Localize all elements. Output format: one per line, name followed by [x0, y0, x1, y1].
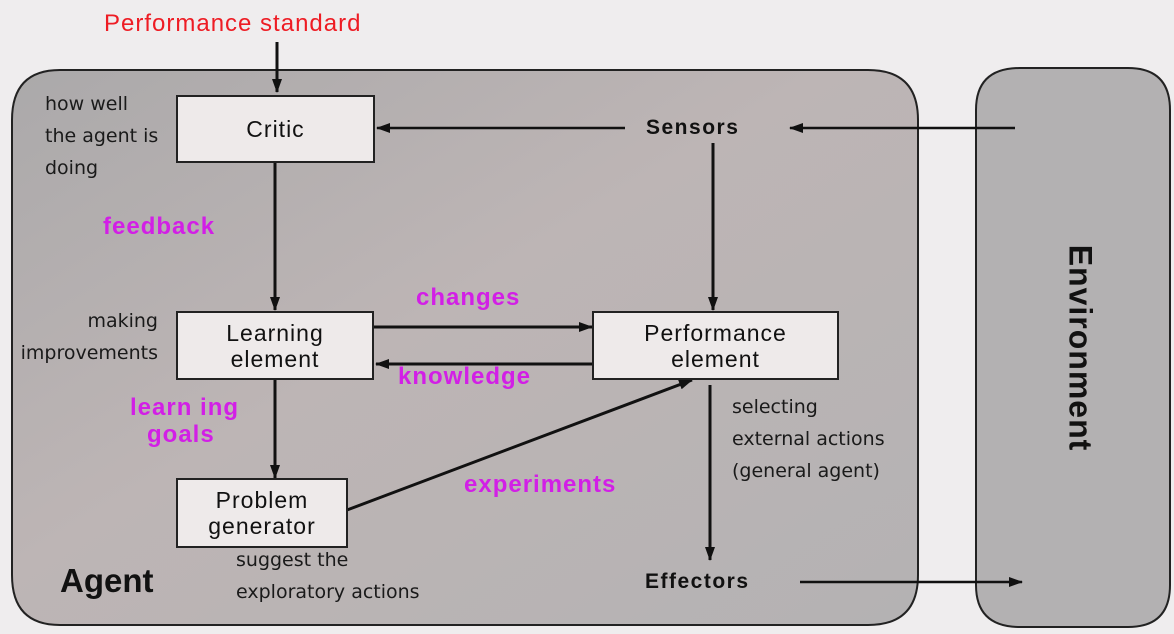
- sensors-label: Sensors: [646, 116, 740, 139]
- problem-generator-label-line1: Problem: [215, 487, 309, 513]
- learning-goals-label-line2: goals: [147, 421, 215, 448]
- critic-box: Critic: [176, 95, 375, 163]
- learning-note-line1: making: [87, 310, 158, 332]
- critic-note-line1: how well: [45, 93, 129, 115]
- learning-element-box: Learning element: [176, 311, 374, 380]
- performance-standard-label: Performance standard: [104, 10, 362, 37]
- environment-panel: [975, 67, 1171, 628]
- agent-label: Agent: [60, 562, 154, 599]
- problem-note: suggest the exploratory actions: [236, 544, 420, 608]
- problem-generator-label-line2: generator: [208, 513, 316, 539]
- arrow-experiments: [346, 378, 693, 512]
- problem-note-line1: suggest the: [236, 549, 349, 571]
- performance-note-line2: external actions: [732, 428, 885, 450]
- performance-element-box: Performance element: [592, 311, 839, 380]
- learning-goals-label-line1: learn ing: [130, 394, 240, 421]
- environment-label: Environment: [1062, 244, 1099, 452]
- effectors-label: Effectors: [645, 570, 750, 593]
- learning-note-line2: improvements: [20, 342, 158, 364]
- critic-note: how well the agent is doing: [45, 88, 158, 184]
- learning-element-label-line1: Learning: [226, 319, 324, 346]
- learning-note: making improvements: [21, 305, 158, 369]
- performance-note-line1: selecting: [732, 396, 818, 418]
- performance-element-label-line1: Performance: [644, 319, 787, 346]
- performance-element-label-line2: element: [671, 345, 760, 372]
- critic-note-line2: the agent is: [45, 125, 159, 147]
- problem-note-line2: exploratory actions: [236, 581, 420, 603]
- feedback-label: feedback: [103, 213, 216, 240]
- critic-label: Critic: [246, 116, 305, 142]
- learning-element-label-line2: element: [230, 345, 320, 372]
- knowledge-label: knowledge: [398, 363, 532, 390]
- performance-note: selecting external actions (general agen…: [732, 391, 885, 487]
- changes-label: changes: [416, 284, 521, 311]
- performance-note-line3: (general agent): [732, 460, 880, 482]
- experiments-label: experiments: [464, 471, 617, 498]
- critic-note-line3: doing: [45, 157, 99, 179]
- problem-generator-box: Problem generator: [176, 478, 348, 548]
